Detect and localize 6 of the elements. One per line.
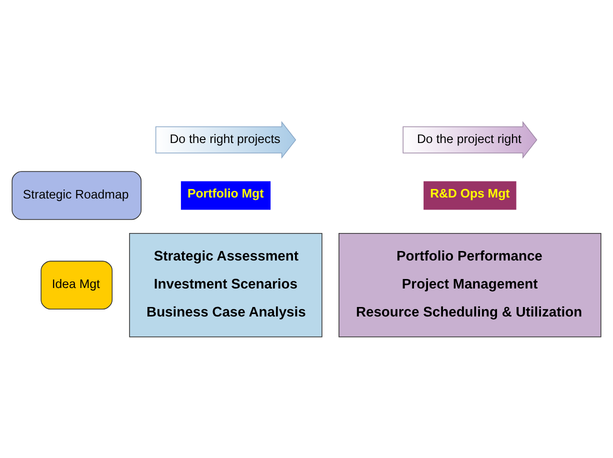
node-box: Portfolio Mgt: [180, 180, 271, 210]
node-box: R&D Ops Mgt: [424, 180, 516, 210]
node-box: Strategic Assessment Investment Scenarios Business Case Analysis: [129, 232, 322, 337]
node-box: Idea Mgt: [40, 260, 113, 309]
node-box: Portfolio Performance Project Management Resource Scheduling & Utilization: [338, 232, 602, 337]
node-box: Strategic Roadmap: [12, 170, 142, 220]
